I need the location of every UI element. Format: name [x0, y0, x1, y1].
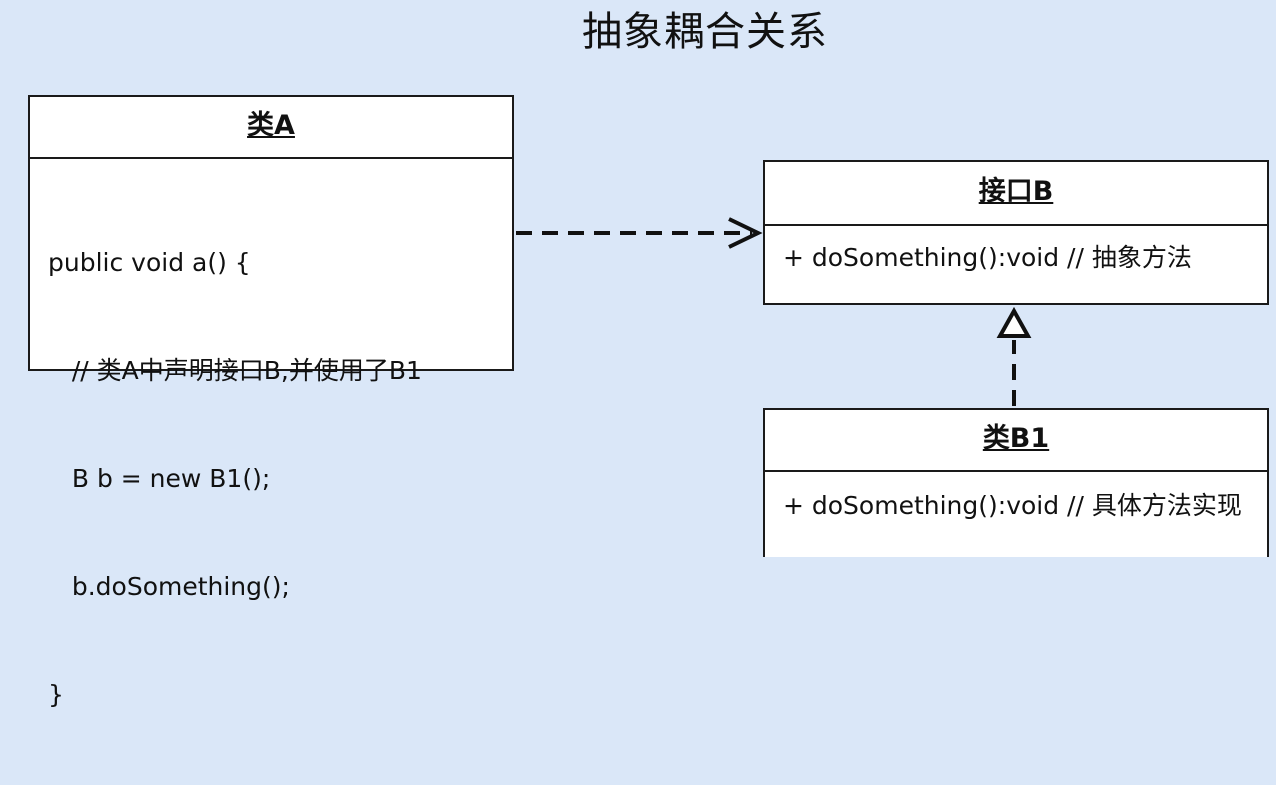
- interface-b-method: + doSomething():void // 抽象方法: [783, 243, 1192, 272]
- class-a-code-line: B b = new B1();: [48, 464, 271, 493]
- class-a-box: 类A public void a() { // 类A中声明接口B,并使用了B1 …: [28, 95, 514, 709]
- class-a-code-line: // 类A中声明接口B,并使用了B1: [48, 356, 422, 385]
- class-a-code-line: }: [48, 680, 64, 709]
- class-b1-method: + doSomething():void // 具体方法实现: [783, 491, 1242, 520]
- class-a-code-line: public void a() {: [48, 248, 251, 277]
- interface-b-box: 接口B + doSomething():void // 抽象方法: [763, 160, 1269, 305]
- realization-arrow: [996, 306, 1032, 406]
- diagram-title: 抽象耦合关系: [582, 9, 828, 55]
- class-b1-box: 类B1 + doSomething():void // 具体方法实现: [763, 408, 1269, 557]
- realization-arrowhead: [996, 306, 1032, 338]
- interface-b-name: 接口B: [765, 162, 1267, 226]
- class-a-name: 类A: [30, 97, 512, 159]
- dependency-arrow: [516, 217, 763, 249]
- dependency-arrowhead: [728, 217, 763, 249]
- class-b1-name: 类B1: [765, 410, 1267, 472]
- class-a-code-line: b.doSomething();: [48, 572, 290, 601]
- class-a-body: public void a() { // 类A中声明接口B,并使用了B1 B b…: [30, 159, 512, 785]
